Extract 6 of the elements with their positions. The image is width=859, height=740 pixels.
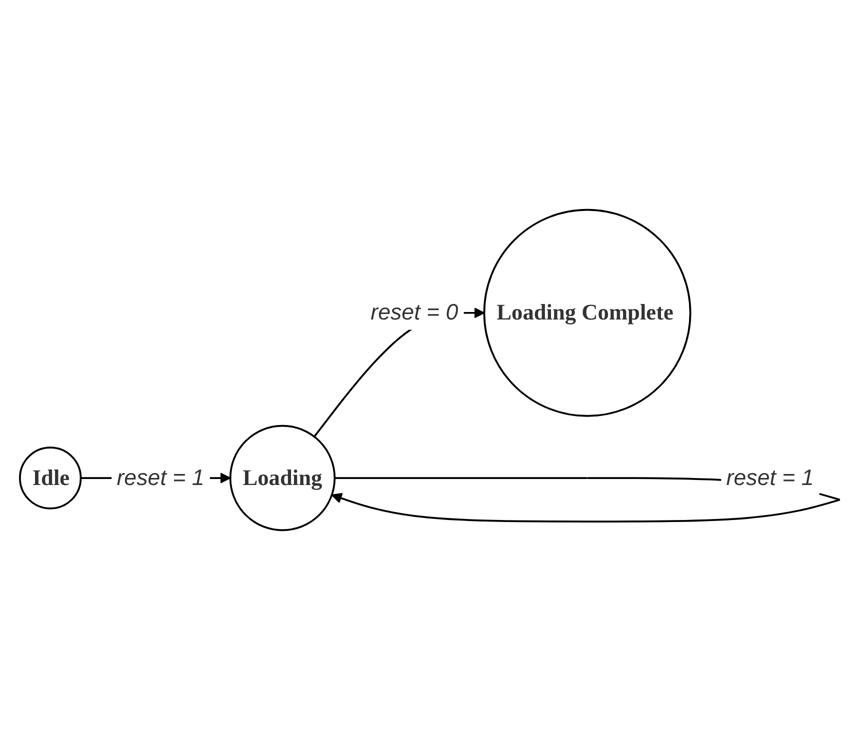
- edge-label: reset = 1: [116, 464, 204, 490]
- node-circle: Idle: [18, 446, 82, 510]
- edge-label: reset = 0: [370, 300, 458, 325]
- node-circle: Loading: [228, 424, 336, 532]
- node-circle: Loading Complete: [482, 208, 691, 417]
- edge-label: reset = 1: [726, 464, 814, 490]
